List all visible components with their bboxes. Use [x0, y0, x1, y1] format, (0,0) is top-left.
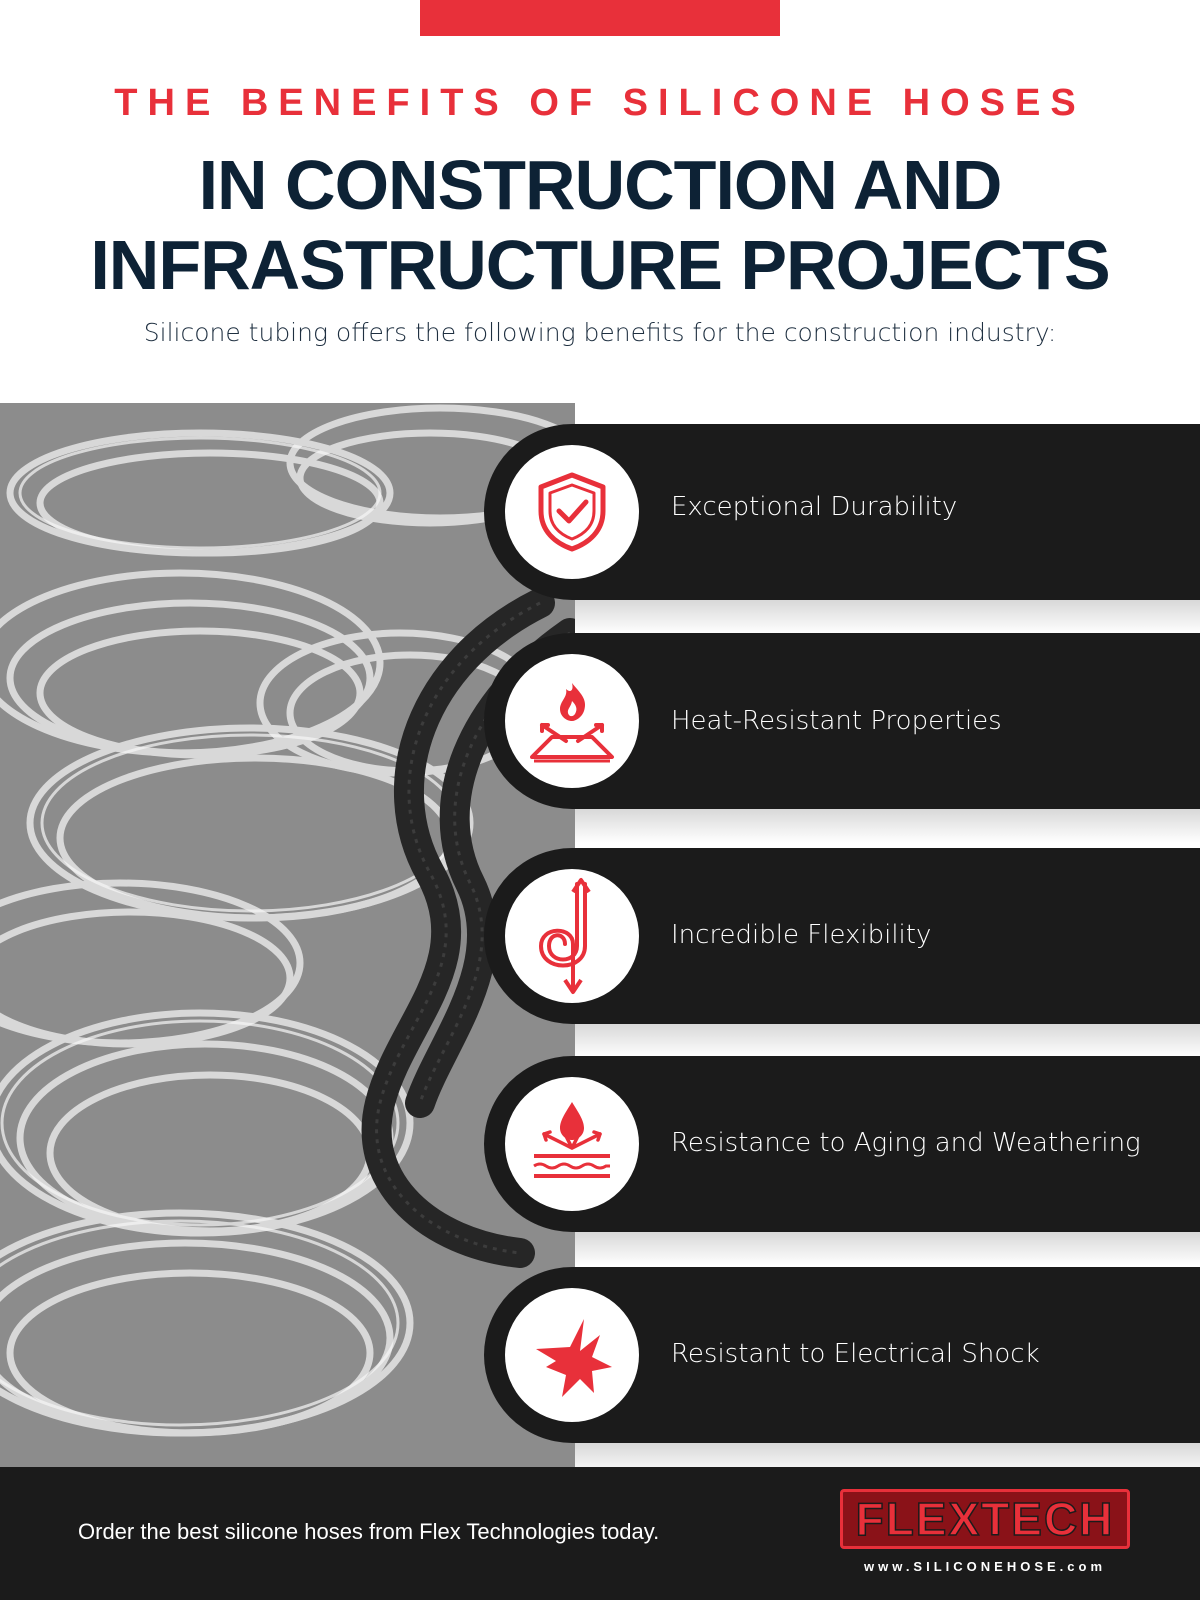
page-subtitle: Silicone tubing offers the following ben… [143, 318, 1057, 347]
footer: Order the best silicone hoses from Flex … [0, 1467, 1200, 1600]
footer-cta: Order the best silicone hoses from Flex … [78, 1519, 660, 1544]
benefit-label: Exceptional Durability [671, 492, 958, 522]
benefit-row-band [575, 848, 1200, 1024]
benefit-row-shadow [575, 1024, 1200, 1058]
water-drop-repel-icon [505, 1077, 639, 1211]
benefit-label: Incredible Flexibility [671, 920, 932, 950]
benefit-label: Heat-Resistant Properties [671, 706, 1002, 736]
logo-url: www.SILICONEHOSE.com [863, 1559, 1107, 1574]
benefit-row-shadow [575, 1232, 1200, 1266]
top-accent-bar [420, 0, 780, 36]
benefit-row-band [575, 1056, 1200, 1232]
benefit-row-shadow [575, 809, 1200, 843]
flame-shield-icon [505, 654, 639, 788]
benefit-label: Resistance to Aging and Weathering [671, 1128, 1141, 1158]
page-title: IN CONSTRUCTION AND INFRASTRUCTURE PROJE… [0, 145, 1200, 305]
benefit-label: Resistant to Electrical Shock [671, 1339, 1040, 1369]
title-line-1: IN CONSTRUCTION AND [198, 146, 1003, 224]
benefit-row-shadow [575, 600, 1200, 634]
benefit-row-band [575, 424, 1200, 600]
benefit-row-band [575, 1267, 1200, 1443]
shield-check-icon [505, 445, 639, 579]
kicker-heading: THE BENEFITS OF SILICONE HOSES [114, 82, 1086, 124]
electric-spark-icon [505, 1288, 639, 1422]
title-line-2: INFRASTRUCTURE PROJECTS [90, 226, 1110, 304]
logo-wordmark: FLEXTECH [855, 1492, 1115, 1546]
benefit-row-band [575, 633, 1200, 809]
hoses-photo-illustration [0, 403, 575, 1467]
hoses-photo [0, 403, 575, 1467]
flextech-logo: FLEXTECH [840, 1489, 1130, 1549]
flexible-hose-icon [505, 869, 639, 1003]
